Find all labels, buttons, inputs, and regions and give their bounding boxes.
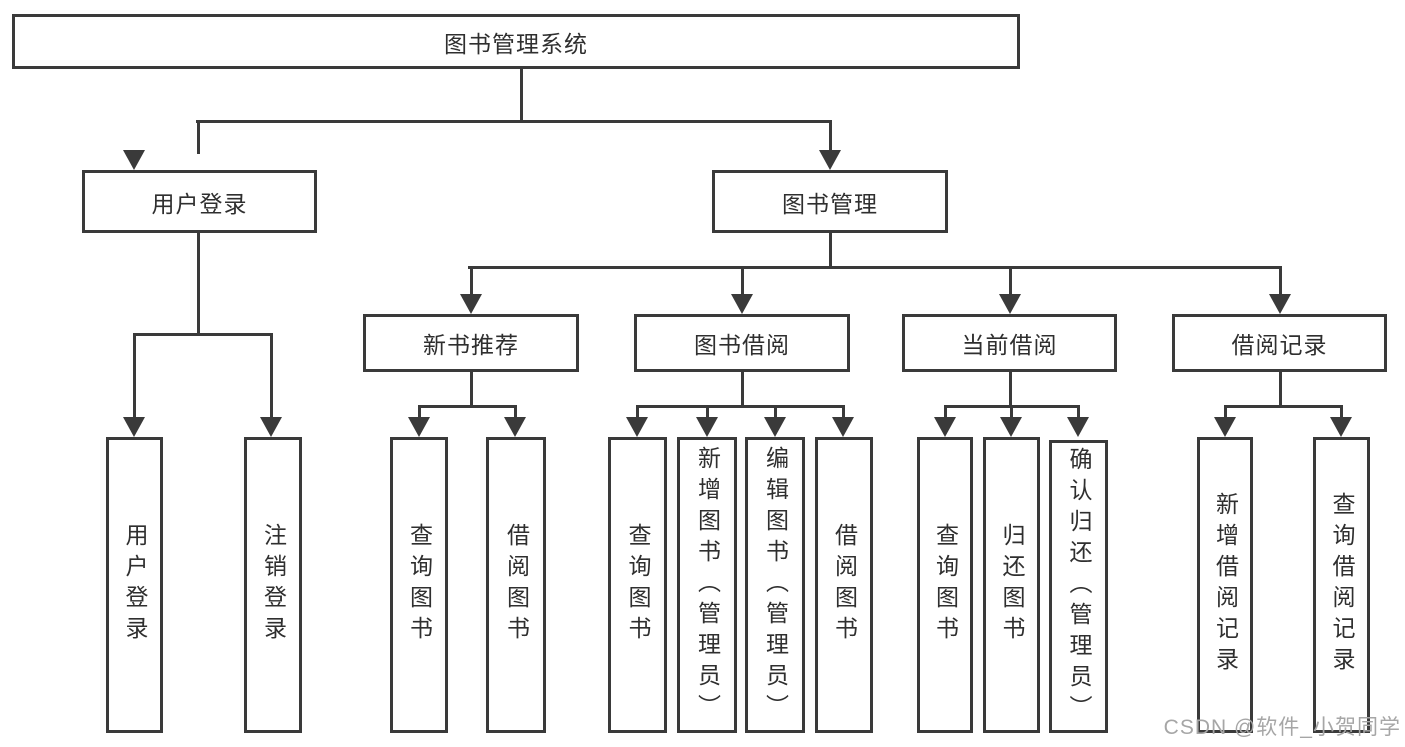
node-borrow-books-recommend: 借阅图书: [486, 437, 546, 733]
connector-vline: [514, 405, 517, 421]
arrow-down-icon: [1067, 417, 1089, 437]
node-label: 确认归还（管理员）: [1066, 447, 1092, 726]
node-query-books-recommend: 查询图书: [390, 437, 448, 733]
node-label: 新增借阅记录: [1212, 492, 1239, 678]
node-label: 归还图书: [999, 523, 1025, 647]
arrow-down-icon: [832, 417, 854, 437]
arrow-down-icon: [1330, 417, 1352, 437]
node-label: 图书管理: [782, 190, 878, 217]
node-label: 注销登录: [260, 523, 287, 647]
node-confirm-return-admin: 确认归还（管理员）: [1049, 440, 1108, 733]
arrow-down-icon: [260, 417, 282, 437]
connector-hline: [418, 405, 517, 408]
connector-vline: [197, 120, 200, 154]
node-label: 借阅图书: [503, 523, 530, 647]
connector-vline: [829, 120, 832, 154]
connector-vline: [1340, 405, 1343, 421]
node-label: 查询图书: [625, 523, 651, 647]
connector-vline: [1224, 405, 1227, 421]
arrow-down-icon: [934, 417, 956, 437]
node-label: 新增图书（管理员）: [694, 445, 721, 725]
connector-vline: [706, 405, 709, 421]
arrow-down-icon: [731, 294, 753, 314]
connector-vline: [520, 67, 523, 123]
connector-vline: [197, 232, 200, 335]
node-label: 用户登录: [122, 523, 148, 647]
connector-vline: [1009, 371, 1012, 407]
arrow-down-icon: [764, 417, 786, 437]
node-new-book-recommend: 新书推荐: [363, 314, 579, 372]
connector-hline: [196, 120, 832, 123]
arrow-down-icon: [504, 417, 526, 437]
node-library-system: 图书管理系统: [12, 14, 1020, 69]
node-return-books-leaf: 归还图书: [983, 437, 1040, 733]
connector-vline: [418, 405, 421, 421]
node-label: 借阅记录: [1231, 332, 1328, 358]
node-label: 用户登录: [151, 190, 248, 217]
arrow-down-icon: [819, 150, 841, 170]
arrow-down-icon: [123, 150, 145, 170]
node-label: 编辑图书（管理员）: [762, 445, 789, 725]
connector-hline: [636, 405, 845, 408]
node-current-borrowing: 当前借阅: [902, 314, 1117, 372]
node-label: 图书借阅: [694, 332, 790, 358]
node-label: 借阅图书: [831, 523, 858, 647]
connector-vline: [829, 232, 832, 268]
node-book-borrowing: 图书借阅: [634, 314, 850, 372]
connector-vline: [842, 405, 845, 421]
connector-vline: [1279, 371, 1282, 407]
node-user-login: 用户登录: [82, 170, 317, 233]
node-label: 查询图书: [932, 523, 959, 647]
node-logout-leaf: 注销登录: [244, 437, 302, 733]
node-label: 查询借阅记录: [1329, 492, 1355, 678]
arrow-down-icon: [626, 417, 648, 437]
connector-vline: [1009, 266, 1012, 298]
node-label: 图书管理系统: [444, 30, 588, 57]
node-add-borrow-record: 新增借阅记录: [1197, 437, 1253, 733]
node-query-books-current: 查询图书: [917, 437, 973, 733]
arrow-down-icon: [999, 294, 1021, 314]
arrow-down-icon: [1269, 294, 1291, 314]
connector-vline: [944, 405, 947, 421]
connector-vline: [1077, 405, 1080, 421]
connector-vline: [1010, 405, 1013, 421]
arrow-down-icon: [408, 417, 430, 437]
node-label: 查询图书: [406, 523, 433, 647]
connector-vline: [470, 266, 473, 298]
node-user-login-leaf: 用户登录: [106, 437, 163, 733]
connector-vline: [741, 371, 744, 407]
node-add-books-admin: 新增图书（管理员）: [677, 437, 737, 733]
connector-vline: [470, 371, 473, 407]
connector-vline: [1279, 266, 1282, 298]
node-borrow-books-leaf: 借阅图书: [815, 437, 873, 733]
connector-vline: [270, 333, 273, 421]
connector-vline: [133, 333, 136, 421]
node-book-management: 图书管理: [712, 170, 948, 233]
node-label: 新书推荐: [423, 332, 519, 358]
node-query-borrow-record: 查询借阅记录: [1313, 437, 1370, 733]
connector-hline: [1224, 405, 1342, 408]
connector-hline: [468, 266, 1281, 269]
arrow-down-icon: [696, 417, 718, 437]
arrow-down-icon: [1000, 417, 1022, 437]
arrow-down-icon: [123, 417, 145, 437]
node-label: 当前借阅: [961, 332, 1058, 358]
connector-vline: [741, 266, 744, 298]
node-borrowing-records: 借阅记录: [1172, 314, 1387, 372]
node-edit-books-admin: 编辑图书（管理员）: [745, 437, 805, 733]
node-query-books-borrowing: 查询图书: [608, 437, 667, 733]
arrow-down-icon: [460, 294, 482, 314]
connector-hline: [133, 333, 273, 336]
arrow-down-icon: [1214, 417, 1236, 437]
csdn-watermark: CSDN @软件_小贺同学: [1163, 716, 1401, 739]
connector-vline: [636, 405, 639, 421]
connector-vline: [774, 405, 777, 421]
